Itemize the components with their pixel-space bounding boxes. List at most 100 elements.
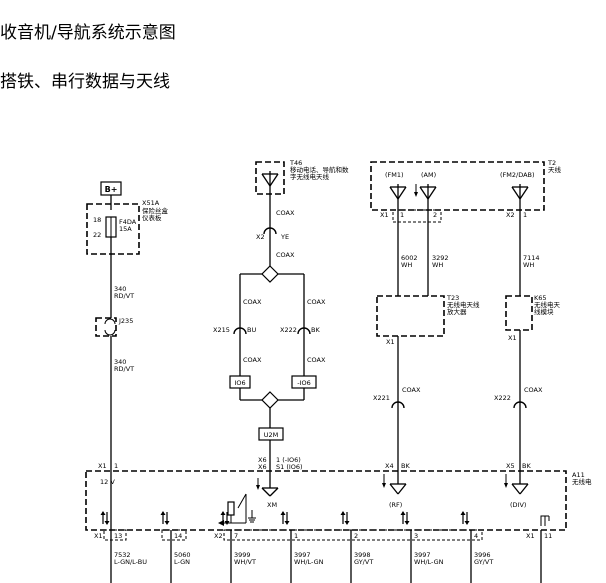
xm-receiver-icon [256, 478, 279, 497]
page-title: 收音机/导航系统示意图 [0, 23, 176, 43]
fuse-block-ref: X51A [142, 199, 160, 207]
t46-coax-label: COAX [276, 209, 295, 217]
amp-t23-conn: X1 [386, 338, 395, 346]
fm2-label: (FM2/DAB) [500, 171, 535, 179]
left-coax-label-2: COAX [243, 356, 262, 364]
x222-conn: X222 [280, 326, 297, 334]
x5-color: BK [522, 462, 531, 470]
module-k65-line2: 线模块 [534, 307, 554, 316]
pin-x1-num: 1 [114, 462, 118, 470]
bottom-wire-circuit-1: 5060 [174, 551, 191, 559]
connector-j235-label: J235 [118, 317, 133, 325]
data-direction-icon [399, 510, 411, 526]
bottom-pin-num-3: 1 [294, 532, 298, 540]
left-coax-label: COAX [243, 298, 262, 306]
data-direction-icon [159, 510, 171, 526]
t2-conn2: X2 [506, 211, 515, 219]
bottom-wire-color-6: GY/VT [474, 558, 493, 566]
fm1-label: (FM1) [385, 171, 404, 179]
div-receiver-icon [504, 474, 529, 495]
bottom-wire-color-2: WH/VT [234, 558, 256, 566]
page-subtitle: 搭铁、串行数据与天线 [0, 72, 170, 92]
bottom-wire-color-3: WH/L-GN [294, 558, 324, 566]
antenna-t46-ref: T46 [289, 159, 302, 167]
connector-j235-outline [95, 317, 117, 337]
antenna-fm1-icon [389, 183, 407, 208]
ground-switch-icon [218, 493, 256, 526]
x6a-conn: X6 [258, 456, 267, 464]
bottom-pin-conn-0: X1 [94, 532, 103, 540]
t2-pin3: 1 [523, 211, 527, 219]
bplus-label: B+ [105, 185, 118, 194]
wire-6002-circuit: 6002 [401, 254, 418, 262]
splice-top [261, 265, 279, 283]
x5-conn: X5 [506, 462, 515, 470]
x215-conn: X215 [213, 326, 230, 334]
radio-a11-ref: A11 [572, 471, 585, 479]
xm-label: XM [267, 501, 277, 509]
antenna-fm2-icon [511, 183, 529, 208]
pin-strip-14 [161, 529, 187, 541]
splice-bottom [261, 391, 279, 409]
fuse-id: F4DA [119, 218, 137, 226]
bottom-wire-circuit-5: 3997 [414, 551, 431, 559]
bottom-wire-color-4: GY/VT [354, 558, 373, 566]
module-k65-outline [505, 295, 533, 331]
data-direction-icon [339, 510, 351, 526]
io6-right-label: -IO6 [297, 379, 311, 387]
x221-conn: X221 [373, 394, 390, 402]
fuse-block-outline [86, 203, 140, 255]
x2-color: YE [280, 233, 289, 241]
pin-strip-x2 [223, 529, 483, 541]
wire-340-bottom-color: RD/VT [114, 365, 134, 373]
amp-t23-outline [376, 295, 445, 337]
bottom-pin-num-6: 4 [474, 532, 478, 540]
wire-340-top-color: RD/VT [114, 292, 134, 300]
fuse-pin-out: 22 [93, 231, 101, 239]
antenna-t2-outline [370, 161, 545, 211]
bottom-wire-circuit-2: 3999 [234, 551, 251, 559]
bottom-pin-num-0: 13 [114, 532, 122, 540]
wire-340-top-circuit: 340 [114, 285, 126, 293]
module-k65-conn: X1 [508, 334, 517, 342]
bottom-pin-conn-7: X1 [526, 532, 535, 540]
k65-coax-label: COAX [524, 386, 543, 394]
bottom-wire-color-1: L-GN [174, 558, 190, 566]
right-coax-label-2: COAX [307, 356, 326, 364]
pin-strip-x1a [103, 529, 127, 541]
x222-right-conn: X222 [494, 394, 511, 402]
fuse-pin-in: 18 [93, 216, 101, 224]
bottom-wire-color-5: WH/L-GN [414, 558, 444, 566]
fuse-block-name-2: 仪表板 [142, 213, 162, 222]
amp-t23-ref: T23 [446, 294, 459, 302]
rf-receiver-icon [382, 474, 407, 495]
x222-color: BK [311, 326, 320, 334]
bottom-wire-circuit-3: 3997 [294, 551, 311, 559]
rf-label: (RF) [389, 501, 402, 509]
module-k65-ref: K65 [534, 294, 547, 302]
u2m-label: U2M [264, 431, 279, 439]
wire-3292-circuit: 3292 [432, 254, 449, 262]
io6-left-label: IO6 [234, 379, 245, 387]
wire-7114-circuit: 7114 [523, 254, 540, 262]
module-k65-line1: 无线电天 [534, 300, 561, 309]
antenna-t46-line1: 移动电话、导航和数 [290, 165, 349, 174]
ground-icon [540, 515, 550, 526]
data-direction-icon [99, 510, 111, 526]
antenna-am-icon [419, 183, 437, 208]
antenna-t2-ref: T2 [547, 159, 556, 167]
amp-coax-label: COAX [402, 386, 421, 394]
bottom-wire-circuit-6: 3996 [474, 551, 491, 559]
fuse-amps: 15A [119, 225, 132, 233]
x4-conn: X4 [385, 462, 394, 470]
amp-t23-line2: 放大器 [447, 307, 467, 316]
t2-pin2: 2 [433, 211, 437, 219]
bottom-wire-circuit-0: 7532 [114, 551, 131, 559]
bottom-wire-color-0: L-GN/L-BU [114, 558, 147, 566]
x6b-conn: X6 [258, 463, 267, 471]
bottom-pin-num-2: 7 [234, 532, 238, 540]
antenna-t46-line2: 字无线电天线 [290, 172, 330, 181]
wire-7114-color: WH [523, 261, 534, 269]
bottom-pin-num-5: 3 [414, 532, 418, 540]
